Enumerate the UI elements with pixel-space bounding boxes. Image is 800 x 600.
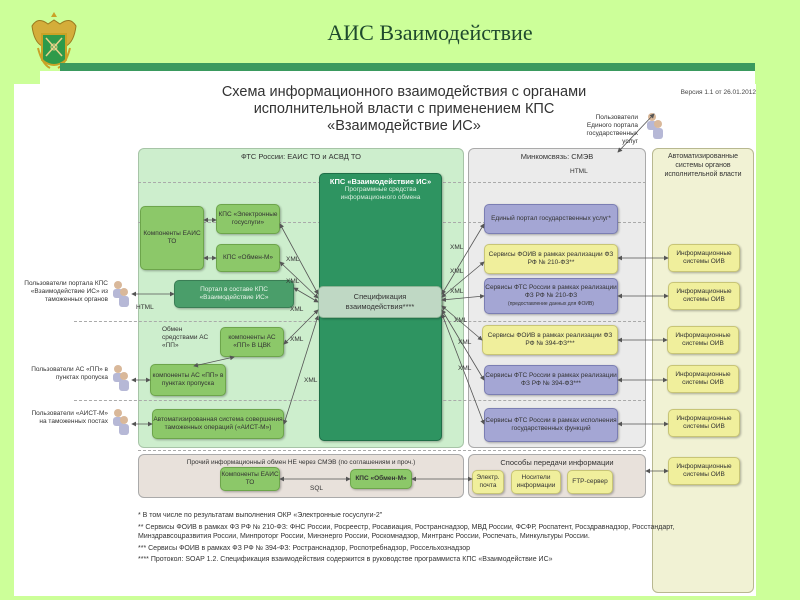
xml-label: XML — [286, 256, 300, 263]
aist-m-box[interactable]: Автоматизированная система совершения та… — [152, 409, 284, 439]
region-other-exchange: Прочий информационный обмен НЕ через СМЭ… — [138, 454, 464, 498]
diagram-title: Схема информационного взаимодействия с о… — [194, 84, 614, 135]
foiv-394-box[interactable]: Сервисы ФОИВ в рамках реализации ФЗ РФ №… — [482, 325, 618, 355]
xml-label: XML — [304, 377, 318, 384]
foiv-210-box[interactable]: Сервисы ФОИВ в рамках реализации ФЗ РФ №… — [484, 244, 618, 274]
pp-users-label: Пользователи АС «ПП» в пунктах пропуска — [31, 366, 108, 381]
media-box[interactable]: Носители информации — [511, 470, 561, 494]
users-group-icon — [647, 113, 663, 139]
footnote: *** Сервисы ФОИВ в рамках ФЗ РФ № 394-ФЗ… — [138, 544, 471, 552]
kps-core-title: КПС «Взаимодействие ИС» — [329, 177, 432, 186]
fts-210-box[interactable]: Сервисы ФТС России в рамках реализации Ф… — [484, 278, 618, 314]
kps-egosuslugi-box[interactable]: КПС «Электронные госуслуги» — [216, 204, 280, 234]
oiv-system-box[interactable]: Информационные системы ОИВ — [668, 282, 740, 310]
fts-210-note: (предоставление данных для ФОИВ) — [508, 301, 594, 307]
as-pp-cvk-box[interactable]: компоненты АС «ПП» В ЦВК — [220, 327, 284, 357]
diagram-title-line1: Схема информационного взаимодействия с о… — [221, 84, 587, 100]
xml-label: XML — [286, 278, 300, 285]
portal-box[interactable]: Портал в составе КПС «Взаимодействие ИС» — [174, 280, 294, 308]
kps-core-subtitle: Программные средства информационного обм… — [340, 186, 421, 201]
other-kps-obmen-m-box[interactable]: КПС «Обмен-М» — [350, 469, 412, 489]
epgu-users-label: Пользователи Единого портала государстве… — [586, 114, 638, 145]
oiv-system-box[interactable]: Информационные системы ОИВ — [668, 244, 740, 272]
header-divider — [60, 63, 755, 71]
xml-label: XML — [290, 306, 304, 313]
fts-emblem-icon — [31, 12, 77, 69]
fts-functions-box[interactable]: Сервисы ФТС России в рамках исполнения г… — [484, 408, 618, 442]
html-label: HTML — [136, 304, 154, 311]
specification-box[interactable]: Спецификация взаимодействия**** — [318, 286, 442, 318]
diagram-title-line2: исполнительной власти с применением КПС … — [253, 101, 555, 134]
xml-label: XML — [458, 365, 472, 372]
sql-label: SQL — [310, 485, 324, 492]
xml-label: XML — [450, 244, 464, 251]
version-label: Версия 1.1 от 26.01.2012 — [680, 89, 756, 96]
row-separator — [138, 450, 646, 451]
portal-users-label: Пользователи портала КПС «Взаимодействие… — [24, 280, 108, 303]
xml-label: XML — [450, 268, 464, 275]
oiv-system-box[interactable]: Информационные системы ОИВ — [668, 409, 740, 437]
xml-label: XML — [290, 336, 304, 343]
fts-210-label: Сервисы ФТС России в рамках реализации Ф… — [485, 284, 617, 299]
users-group-icon — [113, 409, 129, 435]
region-methods-title: Способы передачи информации — [500, 458, 614, 467]
region-oiv-title: Автоматизированные системы органов испол… — [664, 153, 742, 178]
xml-label: XML — [458, 339, 472, 346]
footnote: * В том числе по результатам выполнения … — [138, 512, 383, 519]
header-divider-white — [40, 71, 755, 84]
users-group-icon — [113, 365, 129, 391]
oiv-system-box[interactable]: Информационные системы ОИВ — [667, 365, 739, 393]
other-eais-components-box[interactable]: Компоненты ЕАИС ТО — [220, 467, 280, 491]
region-smev-title: Минкомсвязь: СМЭВ — [520, 152, 594, 161]
region-fts-title: ФТС России: ЕАИС ТО и АСВД ТО — [241, 152, 361, 161]
html-label: HTML — [570, 168, 588, 175]
email-box[interactable]: Электр. почта — [472, 470, 504, 494]
fts-394-box[interactable]: Сервисы ФТС России в рамках реализации Ф… — [484, 365, 618, 395]
as-pp-points-box[interactable]: компоненты АС «ПП» в пунктах пропуска — [150, 364, 226, 396]
xml-label: XML — [454, 317, 468, 324]
ftp-server-box[interactable]: FTP-сервер — [567, 470, 613, 494]
exchange-pp-label: Обмен средствами АС «ПП» — [162, 326, 209, 349]
footnote: **** Протокол: SOAP 1.2. Спецификация вз… — [138, 556, 553, 563]
eais-components-box[interactable]: Компоненты ЕАИС ТО — [140, 206, 204, 270]
epgu-box[interactable]: Единый портал государственных услуг* — [484, 204, 618, 234]
slide-title: АИС Взаимодействие — [327, 20, 533, 45]
footnotes: * В том числе по результатам выполнения … — [138, 511, 748, 567]
footnote: ** Сервисы ФОИВ в рамках ФЗ РФ № 210-ФЗ:… — [138, 523, 675, 541]
region-other-title: Прочий информационный обмен НЕ через СМЭ… — [186, 459, 416, 466]
oiv-system-box[interactable]: Информационные системы ОИВ — [668, 457, 740, 485]
kps-obmen-m-box[interactable]: КПС «Обмен-М» — [216, 244, 280, 272]
xml-label: XML — [450, 288, 464, 295]
oiv-system-box[interactable]: Информационные системы ОИВ — [667, 326, 739, 354]
users-group-icon — [113, 281, 129, 307]
diagram-canvas: Схема информационного взаимодействия с о… — [14, 84, 756, 596]
aist-users-label: Пользователи «АИСТ-М» на таможенных пост… — [31, 410, 109, 425]
